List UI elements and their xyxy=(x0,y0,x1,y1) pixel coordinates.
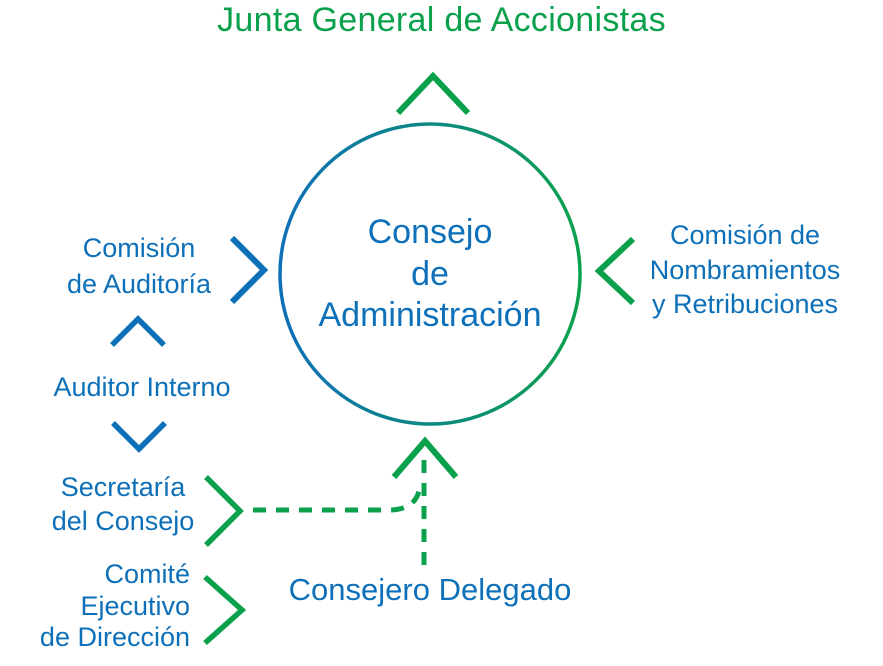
chevron-up-ceo-icon xyxy=(391,436,459,479)
internal-auditor-label: Auditor Interno xyxy=(53,372,231,402)
executive-committee-label: Comité Ejecutivo de Dirección xyxy=(18,559,190,654)
board-line-3: Administración xyxy=(318,296,542,334)
board-circle xyxy=(278,122,582,426)
nominations-committee-line-1: Comisión de xyxy=(669,220,821,250)
chevron-right-secretary-icon xyxy=(204,475,244,547)
chevron-up-auditor-icon xyxy=(110,315,166,347)
secretary-dashed-connector xyxy=(253,490,422,513)
executive-committee-line-3: de Dirección xyxy=(39,622,190,652)
chevron-right-executive-icon xyxy=(203,574,247,646)
chevron-down-secretary-icon xyxy=(111,421,167,453)
chevron-right-audit-icon xyxy=(229,235,269,305)
board-secretary-line-2: del Consejo xyxy=(51,506,195,536)
chevron-left-nominations-icon xyxy=(594,236,636,306)
shareholders-meeting-title: Junta General de Accionistas xyxy=(217,1,666,39)
nominations-committee-label: Comisión de Nombramientos y Retribucione… xyxy=(626,218,864,322)
executive-committee-line-2: Ejecutivo xyxy=(80,590,190,621)
executive-committee-line-1: Comité xyxy=(104,559,190,589)
board-secretary-line-1: Secretaría xyxy=(60,472,186,502)
chevron-up-to-junta-icon xyxy=(395,71,471,116)
audit-committee-label: Comisión de Auditoría xyxy=(30,231,248,302)
audit-committee-line-2: de Auditoría xyxy=(66,268,212,299)
audit-committee-line-1: Comisión xyxy=(82,233,196,263)
ceo-label: Consejero Delegado xyxy=(288,572,572,607)
nominations-committee-line-2: Nombramientos xyxy=(649,254,841,285)
board-line-2: de xyxy=(411,254,449,293)
board-line-1: Consejo xyxy=(367,213,493,251)
board-of-directors-label: Consejo de Administración xyxy=(280,212,580,337)
board-secretary-label: Secretaría del Consejo xyxy=(14,470,232,538)
nominations-committee-line-3: y Retribuciones xyxy=(651,289,839,319)
